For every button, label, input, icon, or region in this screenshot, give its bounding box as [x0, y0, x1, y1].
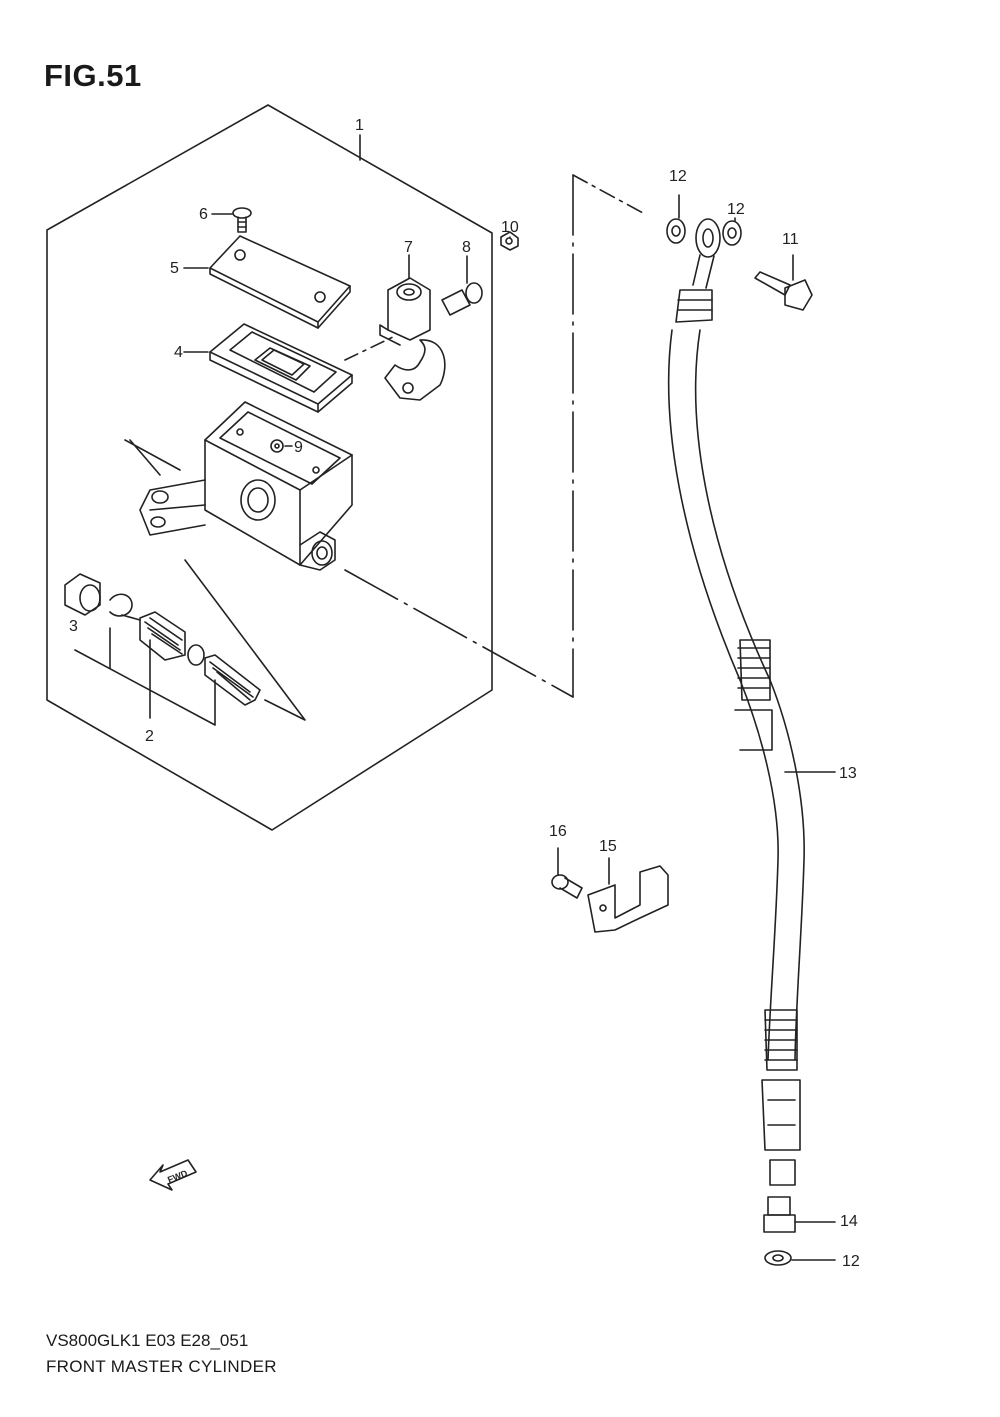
callout-1: 1: [355, 117, 364, 134]
callout-3: 3: [69, 618, 78, 635]
bolt-8: [441, 255, 483, 316]
washer-12-top-right: [722, 217, 742, 246]
callout-10: 10: [501, 219, 519, 236]
callout-9: 9: [294, 439, 303, 456]
model-code: VS800GLK1 E03 E28_051: [46, 1331, 249, 1350]
diaphragm-4: [183, 323, 353, 413]
callout-4: 4: [174, 344, 183, 361]
screw-6: [211, 207, 252, 233]
callout-7: 7: [404, 239, 413, 256]
callout-11: 11: [782, 231, 799, 248]
brake-hose-13: [667, 218, 836, 1186]
callout-8: 8: [462, 239, 471, 256]
spring-reference: [184, 559, 306, 721]
reference-line-clamp: [344, 335, 396, 361]
master-cylinder-body: [139, 401, 353, 571]
assembly-frame: [46, 104, 493, 831]
callout-16: 16: [549, 823, 567, 840]
callout-14: 14: [840, 1213, 858, 1230]
union-14: [763, 1196, 836, 1233]
figure-caption: FRONT MASTER CYLINDER: [46, 1357, 277, 1376]
callout-5: 5: [170, 260, 179, 277]
reference-line-upper: [572, 174, 644, 214]
callout-15: 15: [599, 838, 617, 855]
callout-12-top-right: 12: [727, 201, 745, 218]
piston-reference: [124, 439, 181, 476]
bolt-16: [551, 847, 583, 899]
piston-kit-2-3: [64, 573, 261, 726]
reference-line-lower: [344, 569, 574, 698]
callout-2: 2: [145, 728, 154, 745]
banjo-bolt-11: [754, 254, 813, 311]
figure-title: FIG.51: [44, 58, 142, 93]
nut-10: [500, 231, 519, 251]
washer-12-bottom: [764, 1250, 836, 1266]
washer-12-top-left: [666, 194, 686, 244]
reservoir-cap-5: [183, 235, 351, 329]
callout-6: 6: [199, 206, 208, 223]
clamp-7: [379, 254, 446, 401]
callout-13: 13: [839, 765, 857, 782]
callout-12-bottom: 12: [842, 1253, 860, 1270]
callout-12-top-left: 12: [669, 168, 687, 185]
screw-9: [270, 439, 293, 453]
bracket-15: [587, 857, 669, 933]
fwd-arrow-icon: [149, 1159, 197, 1191]
